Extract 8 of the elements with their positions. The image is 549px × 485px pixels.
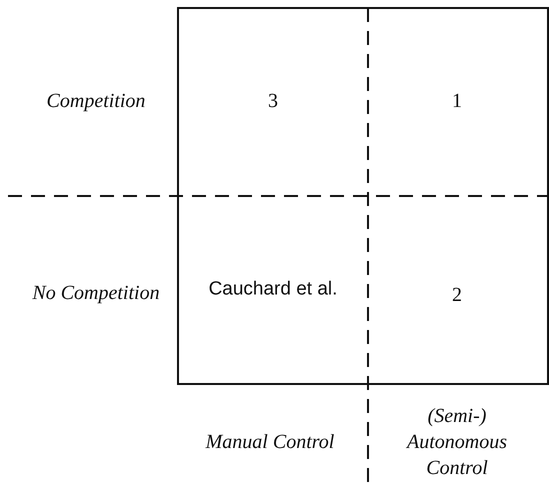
cell-value: 2 bbox=[451, 283, 463, 308]
cell-value: 3 bbox=[267, 89, 279, 114]
row-heading: No Competition bbox=[31, 281, 161, 306]
column-heading: Manual Control bbox=[204, 430, 336, 455]
cell-value: 1 bbox=[451, 89, 463, 114]
cell-text: Cauchard et al. bbox=[208, 278, 338, 302]
column-heading: (Semi-) Autonomous Control bbox=[405, 404, 508, 481]
row-heading: Competition bbox=[46, 89, 146, 114]
